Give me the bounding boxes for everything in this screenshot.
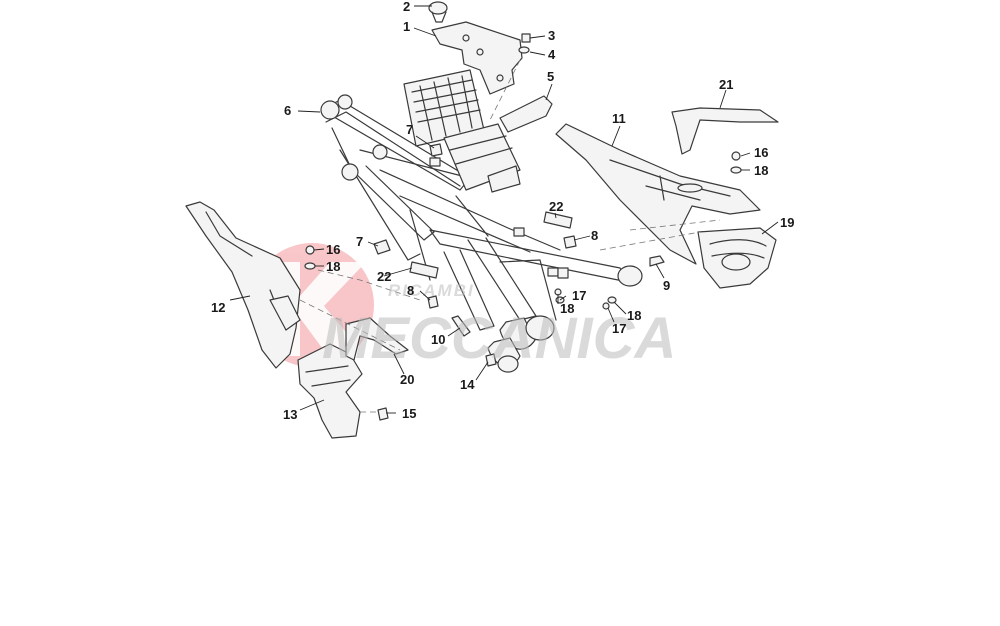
callout-8-left: 8 [407,283,414,298]
callout-19: 19 [780,215,794,230]
callout-2: 2 [403,0,410,14]
callout-20: 20 [400,372,414,387]
callout-labels: 2 1 3 4 5 6 7 7 8 8 9 10 11 12 13 14 15 … [211,0,794,422]
rear-subframe [320,94,643,373]
right-tail-fairing [555,123,761,265]
callout-1: 1 [403,19,410,34]
screw-parts [518,33,531,54]
tail-cover [671,107,779,155]
callout-16-right: 16 [754,145,768,160]
bracket-part [499,95,553,133]
callout-16-left: 16 [326,242,340,257]
callout-7-top: 7 [406,122,413,137]
assembly-lines [299,59,721,413]
callout-22-left: 22 [377,269,391,284]
callout-18-lower: 18 [627,308,641,323]
callout-11: 11 [612,111,626,126]
callout-22-top: 22 [549,199,563,214]
callout-18-mid: 18 [560,301,574,316]
callout-13: 13 [283,407,297,422]
callout-3: 3 [548,28,555,43]
callout-6: 6 [284,103,291,118]
tail-light [697,227,777,289]
callout-21: 21 [719,77,733,92]
callout-17-right: 17 [612,321,626,336]
cover-bracket [345,317,409,361]
svg-text:MECCANICA: MECCANICA [322,306,676,371]
svg-text:RICAMBI: RICAMBI [388,281,475,300]
callout-9: 9 [663,278,670,293]
fasteners [304,143,742,421]
leader-lines [229,5,779,414]
callout-14: 14 [460,377,475,392]
callout-17-mid: 17 [572,288,586,303]
callout-8-right: 8 [591,228,598,243]
cap-part [428,1,448,23]
callout-12: 12 [211,300,225,315]
callout-18-right: 18 [754,163,768,178]
callout-4: 4 [548,47,556,62]
watermark-text: RICAMBI MECCANICA [322,281,676,371]
callout-10: 10 [431,332,445,347]
plate-bracket [431,21,523,95]
left-side-panel [185,201,301,369]
callout-18-left: 18 [326,259,340,274]
callout-7-left: 7 [356,234,363,249]
callout-5: 5 [547,69,554,84]
electrical-box [403,69,521,193]
callout-15: 15 [402,406,416,421]
